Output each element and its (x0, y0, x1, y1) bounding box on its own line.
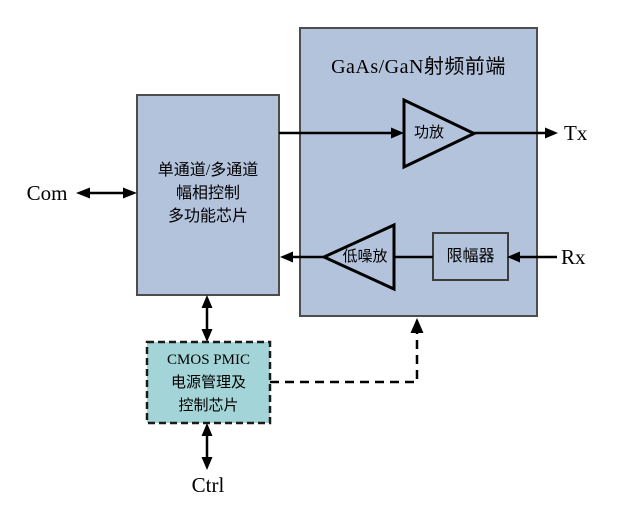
beamformer-chip-label-line1: 单通道/多通道 (157, 162, 259, 179)
beamformer-rx-arrowhead (280, 251, 293, 263)
pmic-chip-label: CMOS PMIC 电源管理及 控制芯片 (147, 349, 270, 418)
lna-label: 低噪放 (342, 249, 388, 265)
beamformer-chip-label: 单通道/多通道 幅相控制 多功能芯片 (137, 159, 279, 228)
pmic-ctrl-arrowhead-down (201, 457, 213, 470)
beamformer-chip-label-line2: 幅相控制 (175, 185, 240, 202)
com-arrowhead-right (123, 187, 137, 199)
pmic-ctrl-arrowhead-up (201, 423, 213, 436)
rx-port-label: Rx (561, 245, 586, 269)
pmic-control-arrowhead (410, 318, 424, 333)
limiter-box (432, 232, 509, 281)
pmic-chip-box (145, 340, 272, 425)
power-amplifier-label: 功放 (413, 125, 444, 141)
pmic-chip-label-line3: 控制芯片 (178, 398, 239, 414)
power-amplifier-triangle (402, 97, 478, 170)
beamformer-pmic-arrowhead-down (201, 329, 213, 342)
pmic-chip-label-line1: CMOS PMIC (167, 352, 250, 368)
rf-frontend-title: GaAs/GaN射频前端 (331, 56, 506, 78)
beamformer-pmic-arrowhead-up (201, 295, 213, 308)
tx-port-label: Tx (564, 121, 588, 145)
limiter-input-arrowhead (507, 251, 520, 263)
pmic-control-dashed-line (270, 331, 419, 384)
com-port-label: Com (26, 181, 68, 205)
signal-arrows (76, 127, 558, 470)
limiter-label: 限幅器 (446, 248, 495, 265)
beamformer-chip-box (136, 94, 280, 296)
com-arrowhead-left (76, 187, 90, 199)
pa-input-arrowhead (391, 127, 404, 139)
beamformer-chip-label-line3: 多功能芯片 (167, 208, 248, 225)
pmic-chip-label-line2: 电源管理及 (170, 375, 246, 391)
tx-arrowhead (545, 127, 558, 139)
ctrl-port-label: Ctrl (191, 473, 225, 497)
